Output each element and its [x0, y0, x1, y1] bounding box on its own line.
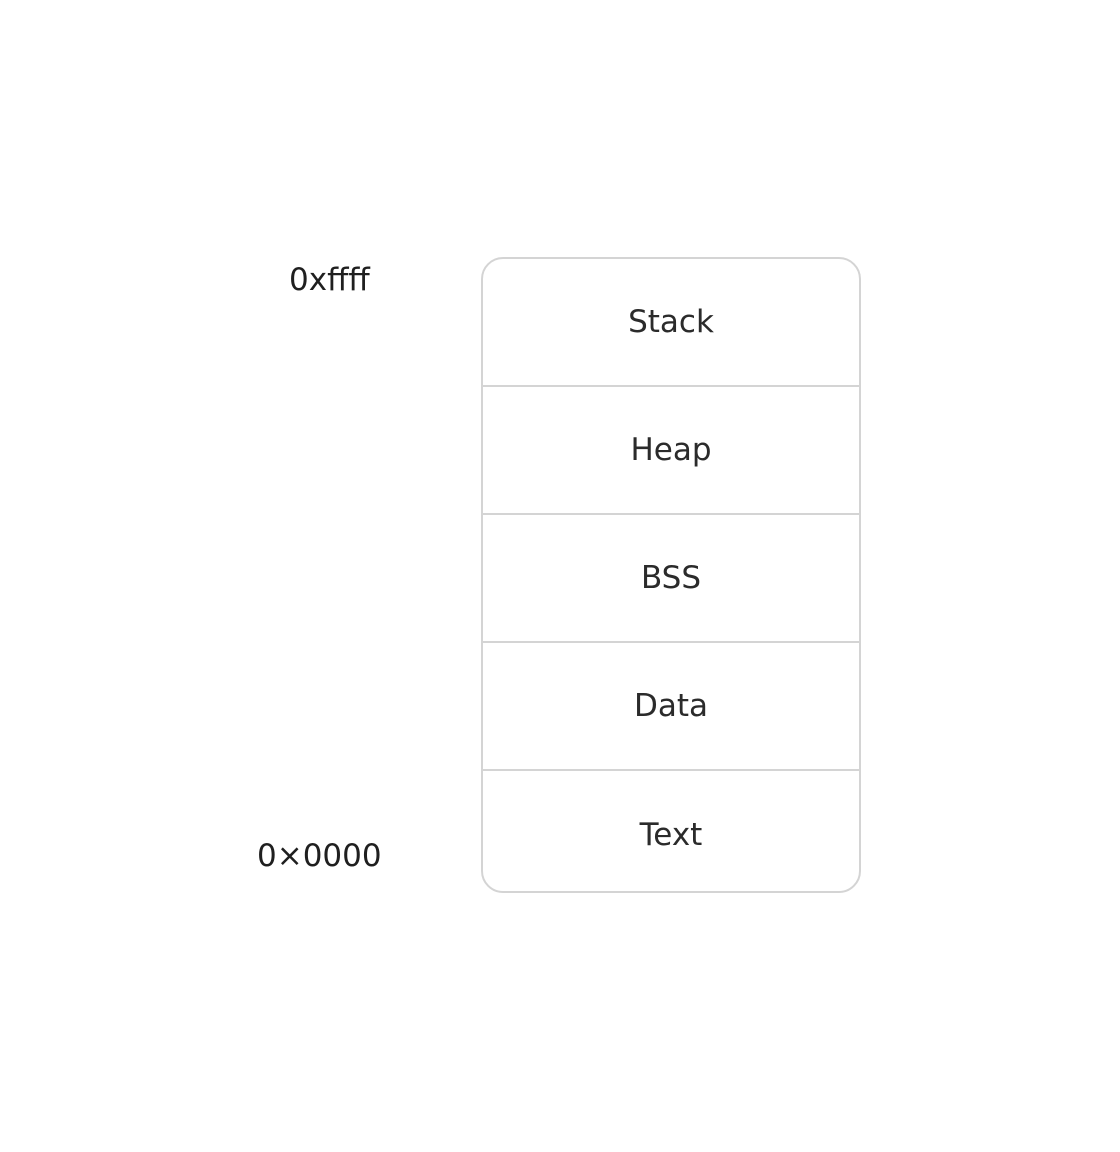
segment-heap: Heap [483, 387, 859, 515]
low-address-label: 0×0000 [257, 838, 382, 874]
memory-segments-block: Stack Heap BSS Data Text [481, 257, 861, 893]
segment-stack: Stack [483, 259, 859, 387]
high-address-label: 0xffff [289, 262, 370, 298]
segment-text: Text [639, 817, 703, 853]
segment-data: Data [483, 643, 859, 771]
segment-bss: BSS [483, 515, 859, 643]
